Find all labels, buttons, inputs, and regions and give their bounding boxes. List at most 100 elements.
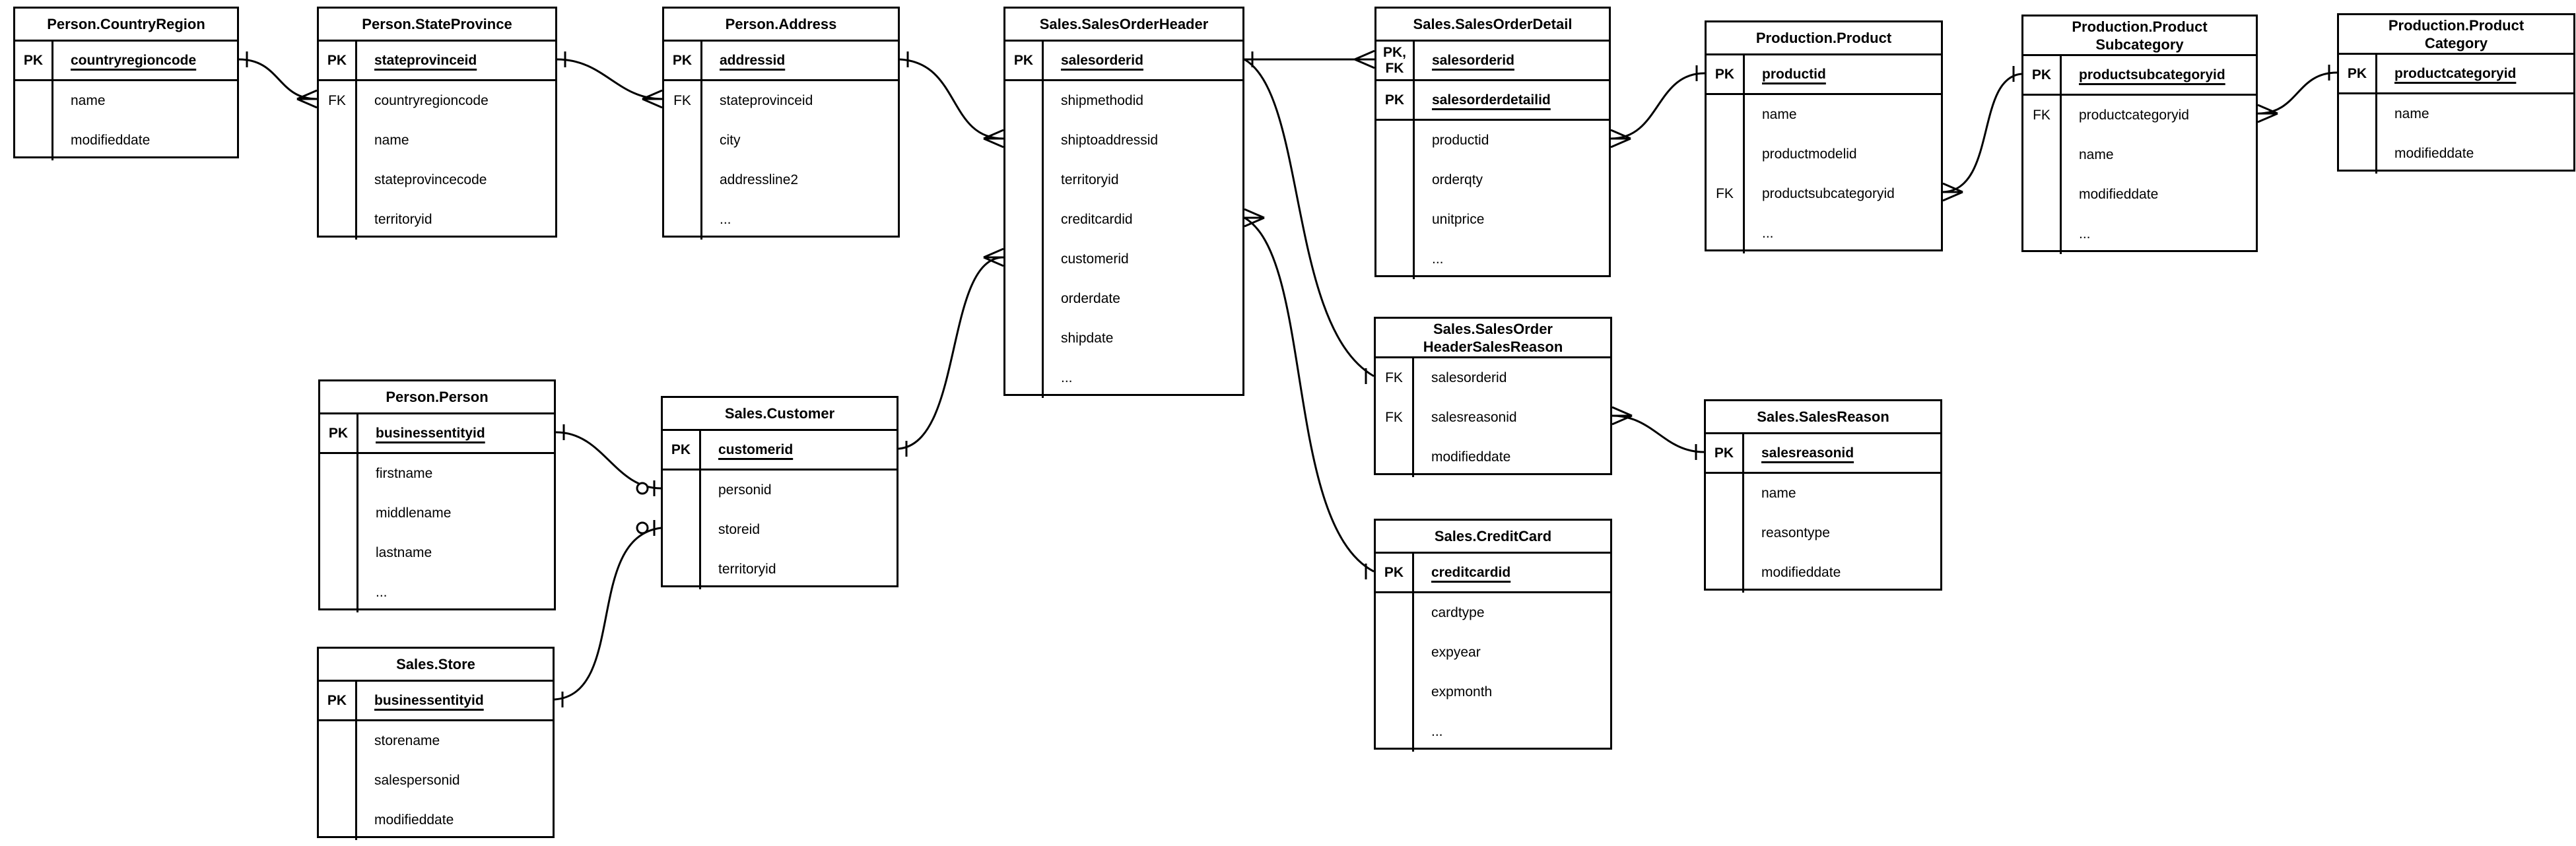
relationship-customer-salesorderheader[interactable] (898, 247, 1004, 457)
key-badge (1706, 474, 1744, 513)
column-storeid: storeid (718, 522, 761, 537)
relationship-store-customer[interactable] (554, 520, 661, 707)
key-badge (1706, 553, 1744, 593)
entity-title-line: Production.Product (2072, 18, 2208, 35)
field-row-shiptoaddressid: shiptoaddressid (1005, 121, 1242, 160)
column-name: name (1762, 107, 1797, 122)
entity-title: Person.Address (664, 9, 898, 42)
relationship-line[interactable] (557, 58, 663, 100)
relationship-line[interactable] (1611, 414, 1705, 453)
key-badge (664, 160, 702, 200)
relationship-headersalesreason-salesreason[interactable] (1611, 406, 1705, 460)
column-productcategoryid: productcategoryid (2079, 108, 2189, 123)
entity-title-line: Production.Product (2388, 16, 2525, 34)
relationship-countryregion-stateprovince[interactable] (238, 51, 318, 109)
key-badge (15, 81, 53, 121)
relationship-productsubcategory-productcategory[interactable] (2257, 65, 2338, 123)
relationship-line[interactable] (1610, 72, 1705, 140)
relationship-product-productsubcategory[interactable] (1942, 66, 2022, 202)
column-addressid: addressid (720, 52, 786, 68)
column-salesreasonid: salesreasonid (1431, 410, 1517, 425)
relationship-address-salesorderheader[interactable] (899, 51, 1004, 148)
field-row-unitprice: unitprice (1376, 200, 1609, 240)
relationship-line[interactable] (555, 431, 661, 490)
field-row-city: city (664, 121, 898, 160)
relationship-line[interactable] (554, 527, 661, 701)
field-row-creditcardid: creditcardid (1005, 200, 1242, 240)
key-badge (1005, 160, 1044, 200)
cardinality-many-crowfoot (296, 89, 318, 109)
key-badge (319, 800, 357, 840)
relationship-line[interactable] (1244, 216, 1374, 573)
key-badge (1376, 593, 1414, 633)
relationship-line[interactable] (238, 58, 318, 100)
key-badge: PK (320, 414, 358, 452)
column-modifieddate: modifieddate (2394, 146, 2474, 161)
field-row-salespersonid: salespersonid (319, 761, 553, 800)
key-badge: FK (2023, 96, 2062, 135)
key-badge: PK (1376, 81, 1415, 119)
key-badge: FK (1376, 358, 1414, 398)
relationship-salesorderheader-headersalesreason[interactable] (1244, 58, 1374, 384)
relationship-line[interactable] (899, 58, 1004, 140)
relationship-line[interactable] (898, 256, 1004, 450)
relationship-line[interactable] (1942, 73, 2022, 193)
relationship-salesorderdetail-product[interactable] (1610, 65, 1705, 148)
cardinality-zero-circle (636, 521, 649, 535)
key-badge (1376, 240, 1415, 279)
key-badge (1376, 121, 1415, 160)
cardinality-many-crowfoot (1354, 49, 1375, 69)
field-row-cardtype: cardtype (1376, 593, 1610, 633)
field-row-ellipsis: ... (320, 573, 554, 612)
key-badge (15, 121, 53, 160)
key-badge (1376, 200, 1415, 240)
entity-title: Sales.SalesOrderDetail (1376, 9, 1609, 42)
column-stateprovincecode: stateprovincecode (374, 172, 487, 187)
relationship-salesorderheader-salesorderdetail[interactable] (1244, 49, 1375, 69)
field-row-lastname: lastname (320, 533, 554, 573)
column-expyear: expyear (1431, 645, 1481, 660)
key-badge (1005, 358, 1044, 398)
relationship-line[interactable] (1244, 58, 1374, 377)
field-row-storeid: storeid (663, 510, 897, 550)
relationship-line[interactable] (2257, 71, 2338, 115)
column-countryregioncode: countryregioncode (374, 93, 489, 108)
key-badge (1707, 214, 1745, 253)
column-ellipsis: ... (720, 212, 731, 227)
column-expmonth: expmonth (1431, 684, 1493, 700)
relationship-salesorderheader-creditcard[interactable] (1244, 208, 1374, 579)
relationship-stateprovince-address[interactable] (557, 51, 663, 109)
column-cardtype: cardtype (1431, 605, 1485, 620)
field-row-firstname: firstname (320, 454, 554, 494)
key-badge: PK (663, 431, 701, 469)
relationship-person-customer[interactable] (555, 424, 661, 496)
entity-title: Production.Product (1707, 22, 1941, 55)
column-ellipsis: ... (1431, 724, 1443, 739)
column-addressline2: addressline2 (720, 172, 799, 187)
key-badge (1376, 160, 1415, 200)
entity-title: Person.Person (320, 381, 554, 414)
entity-title-line: Person.CountryRegion (47, 16, 205, 32)
entity-title-line: Category (2424, 34, 2488, 51)
cardinality-many-crowfoot (642, 89, 663, 109)
key-badge: PK (1005, 42, 1044, 79)
column-salesorderid: salesorderid (1061, 52, 1143, 68)
